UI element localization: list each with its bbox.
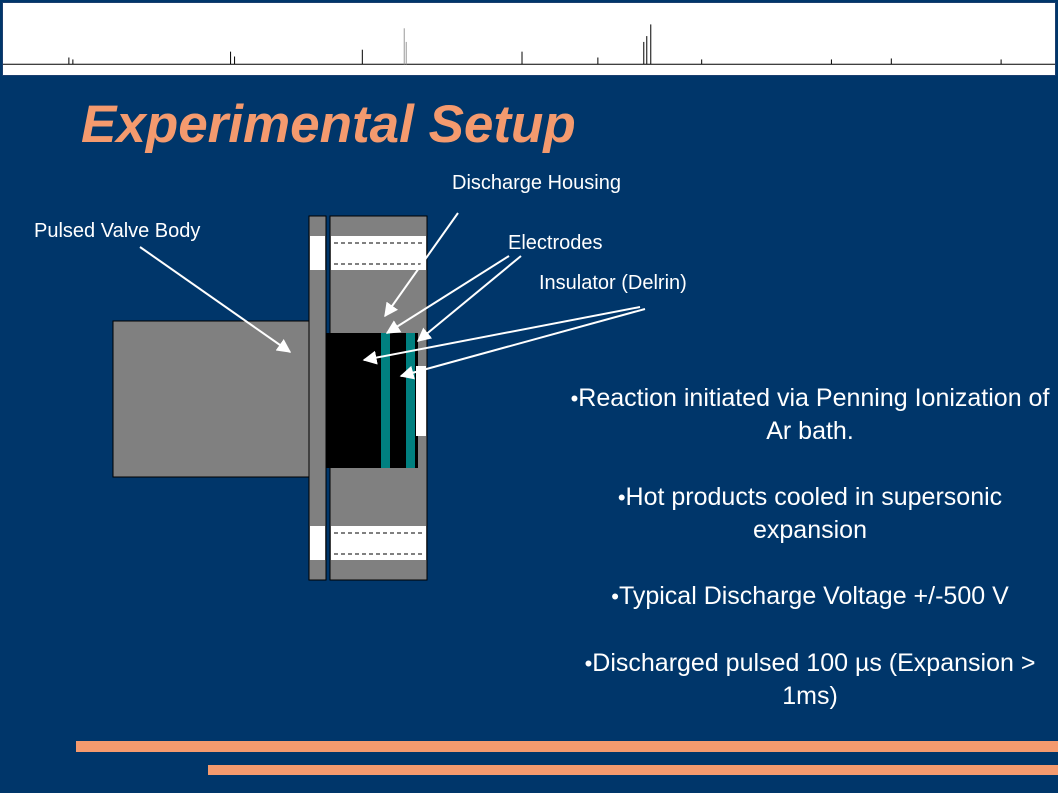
- arrow-insulator-2: [399, 308, 646, 380]
- arrow-electrode-2: [416, 255, 522, 342]
- arrow-valve-body: [139, 246, 292, 353]
- bullet-item: •Reaction initiated via Penning Ionizati…: [570, 384, 1050, 445]
- label-electrodes: Electrodes: [508, 232, 603, 254]
- arrow-housing: [384, 212, 459, 318]
- arrow-electrode-1: [385, 255, 510, 334]
- label-insulator: Insulator (Delrin): [539, 272, 687, 294]
- faceplate: [308, 215, 327, 581]
- bullet-item: •Typical Discharge Voltage +/-500 V: [611, 582, 1009, 610]
- slide-title: Experimental Setup: [81, 95, 576, 154]
- spectrum-thumbnail: [2, 2, 1056, 76]
- arrow-insulator-1: [362, 306, 641, 365]
- electrode-2: [406, 333, 415, 468]
- bullet-icon: •: [611, 584, 619, 609]
- accent-bar-top: [76, 741, 1058, 752]
- electrode-1: [381, 333, 390, 468]
- label-discharge-housing: Discharge Housing: [452, 172, 621, 194]
- bullet-icon: •: [617, 485, 626, 510]
- label-pulsed-valve-body: Pulsed Valve Body: [34, 220, 201, 242]
- bullet-item: •Hot products cooled in supersonic expan…: [617, 483, 1003, 544]
- bullet-list: •Reaction initiated via Penning Ionizati…: [560, 382, 1058, 746]
- accent-bar-bottom: [208, 765, 1058, 775]
- bullet-icon: •: [570, 386, 579, 411]
- bullet-item: •Discharged pulsed 100 µs (Expansion > 1…: [584, 649, 1036, 710]
- bullet-icon: •: [584, 651, 593, 676]
